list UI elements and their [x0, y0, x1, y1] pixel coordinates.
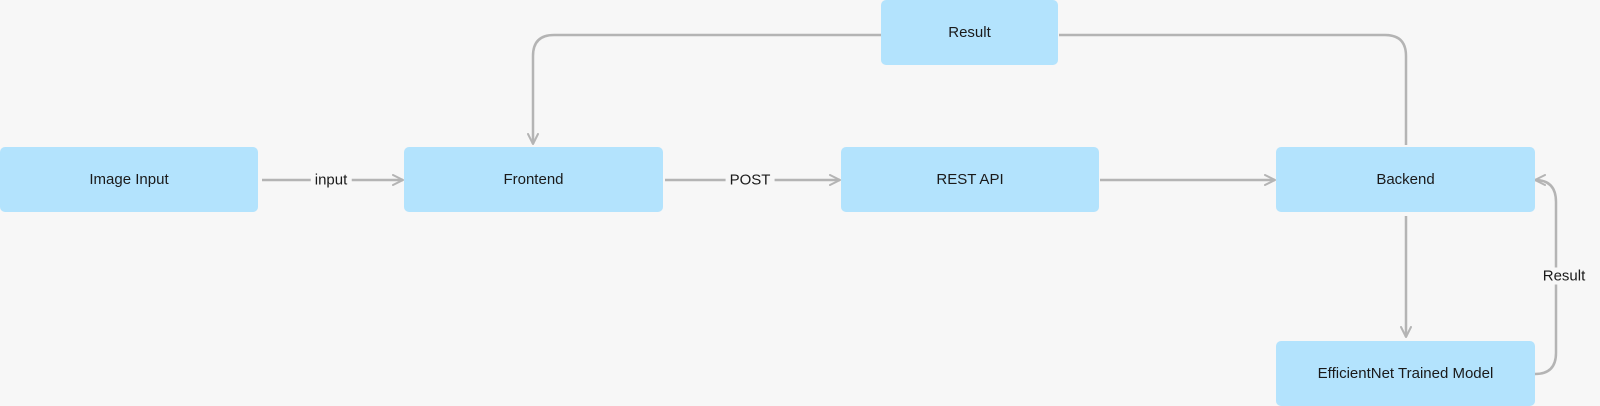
node-image-input[interactable]: Image Input	[0, 147, 258, 212]
edge-result-to-frontend	[527, 33, 881, 145]
node-efficientnet-model[interactable]: EfficientNet Trained Model	[1276, 341, 1535, 406]
node-efficientnet-model-label: EfficientNet Trained Model	[1317, 365, 1494, 382]
node-frontend-label: Frontend	[503, 171, 564, 188]
edge-label-input: input	[310, 171, 352, 189]
node-rest-api[interactable]: REST API	[841, 147, 1099, 212]
edge-backend-to-result	[1059, 33, 1408, 145]
node-result-label: Result	[948, 24, 991, 41]
node-image-input-label: Image Input	[89, 171, 169, 188]
node-backend[interactable]: Backend	[1276, 147, 1535, 212]
node-result[interactable]: Result	[881, 0, 1058, 65]
edge-label-post: POST	[725, 171, 775, 189]
edge-label-model-result: Result	[1538, 267, 1590, 285]
node-backend-label: Backend	[1376, 171, 1435, 188]
node-rest-api-label: REST API	[936, 171, 1004, 188]
node-frontend[interactable]: Frontend	[404, 147, 663, 212]
